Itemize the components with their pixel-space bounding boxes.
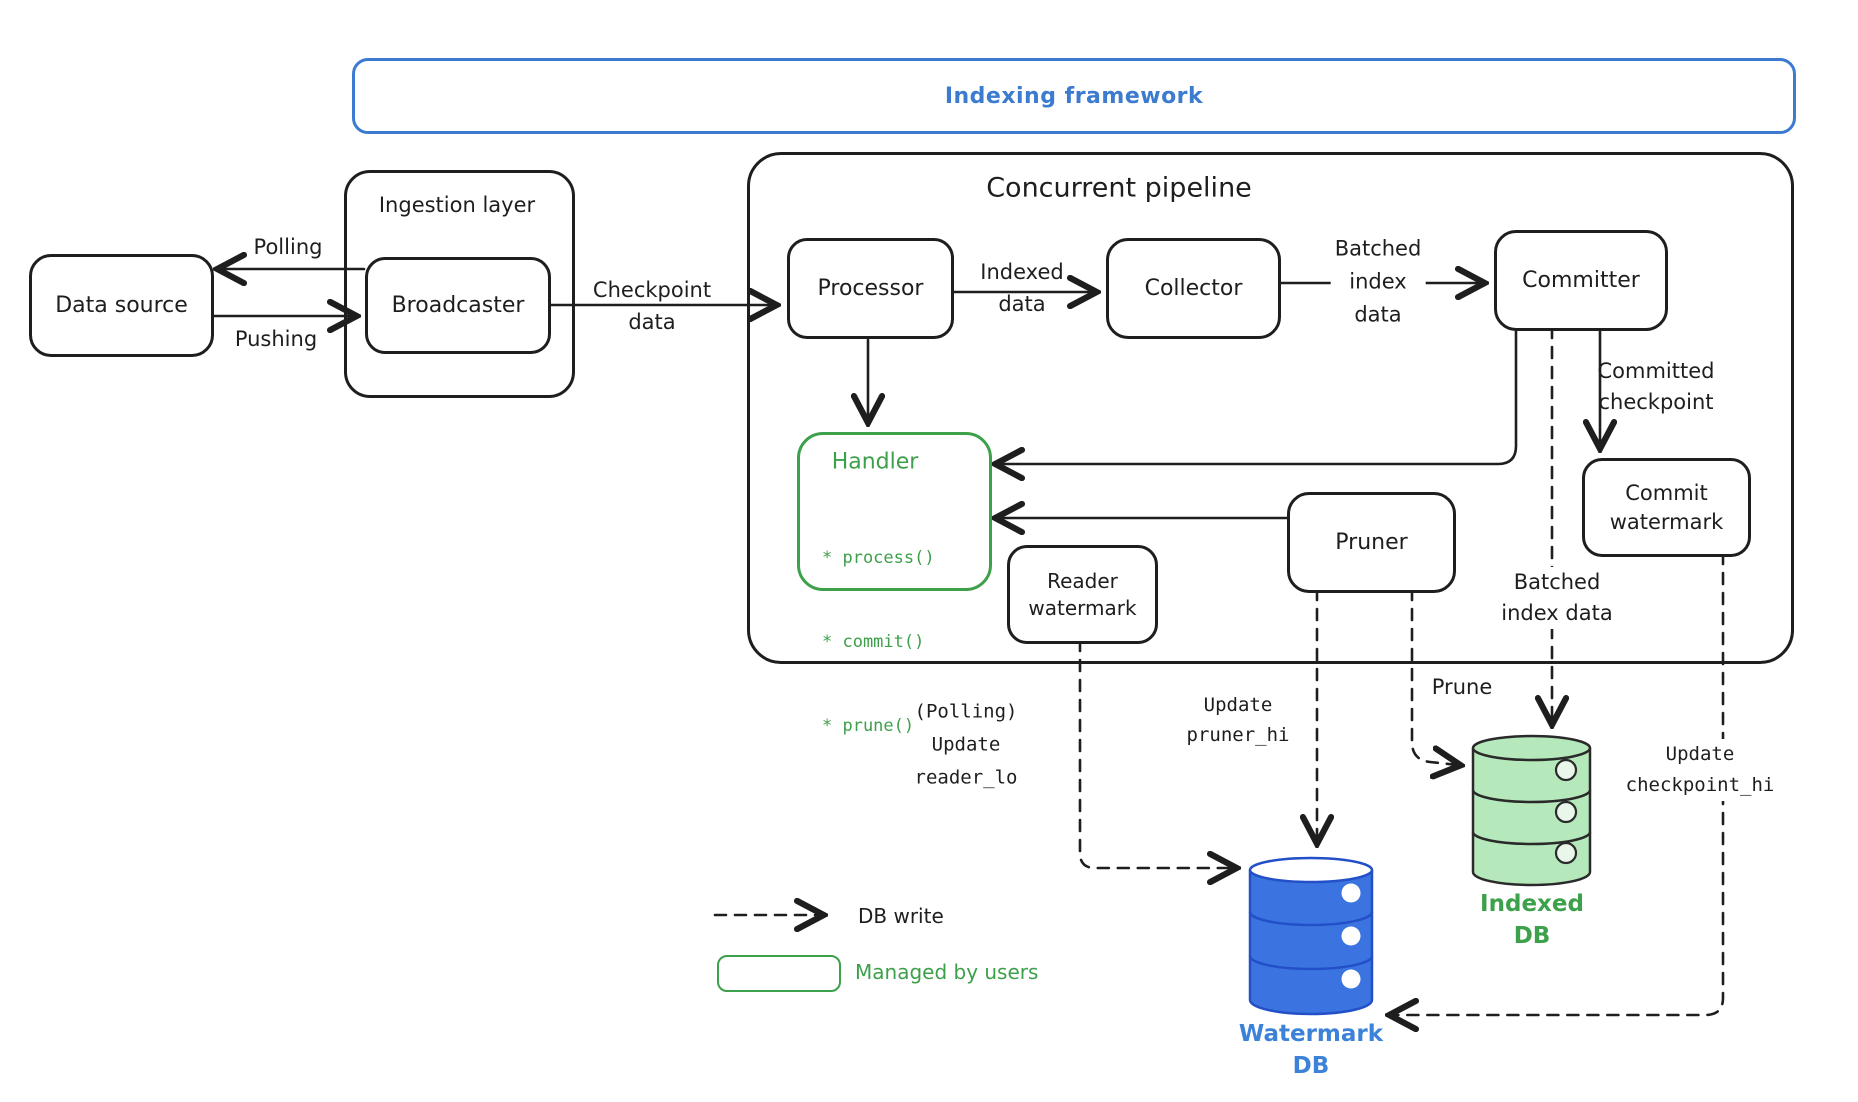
indexing-framework-banner: Indexing framework [352,58,1796,134]
committed-checkpoint-label: Committed checkpoint [1597,359,1715,414]
reader-watermark-box: Reader watermark [1007,545,1158,644]
concurrent-pipeline-title: Concurrent pipeline [986,172,1252,204]
watermark-db-cylinder [1248,856,1374,1016]
committer-label: Committer [1522,268,1640,293]
legend-managed-label: Managed by users [855,960,1039,984]
polling-label: Polling [253,235,323,259]
batched-index-data-db-label: Batched index data [1497,567,1617,629]
legend-managed-box [717,955,841,992]
data-source-label: Data source [55,293,188,318]
handler-title: Handler [831,449,919,475]
processor-label: Processor [817,276,924,301]
indexing-framework-title: Indexing framework [944,83,1204,109]
update-checkpoint-hi-label: Update checkpoint_hi [1621,739,1779,801]
handler-method-process: * process() [822,548,935,568]
collector-box: Collector [1106,238,1281,339]
handler-method-prune: * prune() [822,716,915,736]
committer-to-handler-arrow [998,325,1518,464]
pruner-box: Pruner [1287,492,1456,593]
handler-method-commit: * commit() [822,632,925,652]
ingestion-layer-box [344,170,575,398]
concurrent-pipeline-box [747,152,1794,664]
committer-box: Committer [1494,230,1668,331]
handler-box [797,432,992,591]
indexed-db-cylinder [1471,734,1592,887]
ingestion-layer-label: Ingestion layer [378,193,536,217]
prune-dashed-arrow [1410,587,1458,765]
legend-db-write-label: DB write [858,904,944,928]
reader-watermark-label: Reader watermark [1028,568,1137,620]
broadcaster-box: Broadcaster [365,257,551,354]
handler-methods: * process() * commit() * prune() [822,488,935,796]
batched-index-data-label: Batched index data [1330,232,1426,332]
watermark-db-label: Watermark DB [1238,1021,1384,1079]
update-checkpoint-hi-dashed-arrow [1392,551,1725,1015]
indexed-data-label: Indexed data [980,260,1064,316]
broadcaster-label: Broadcaster [391,293,525,318]
prune-label: Prune [1431,675,1493,699]
processor-box: Processor [787,238,954,339]
update-reader-lo-label: (Polling) Update reader_lo [914,700,1018,789]
update-pruner-hi-label: Update pruner_hi [1186,694,1290,746]
indexed-db-label: Indexed DB [1480,891,1584,949]
pruner-label: Pruner [1335,530,1408,555]
commit-watermark-label: Commit watermark [1609,480,1724,534]
checkpoint-data-label: Checkpoint data [592,278,712,334]
pushing-label: Pushing [234,327,318,351]
commit-watermark-box: Commit watermark [1582,458,1751,557]
collector-label: Collector [1144,276,1243,301]
update-reader-lo-dashed-arrow [1078,638,1234,868]
data-source-box: Data source [29,254,214,357]
